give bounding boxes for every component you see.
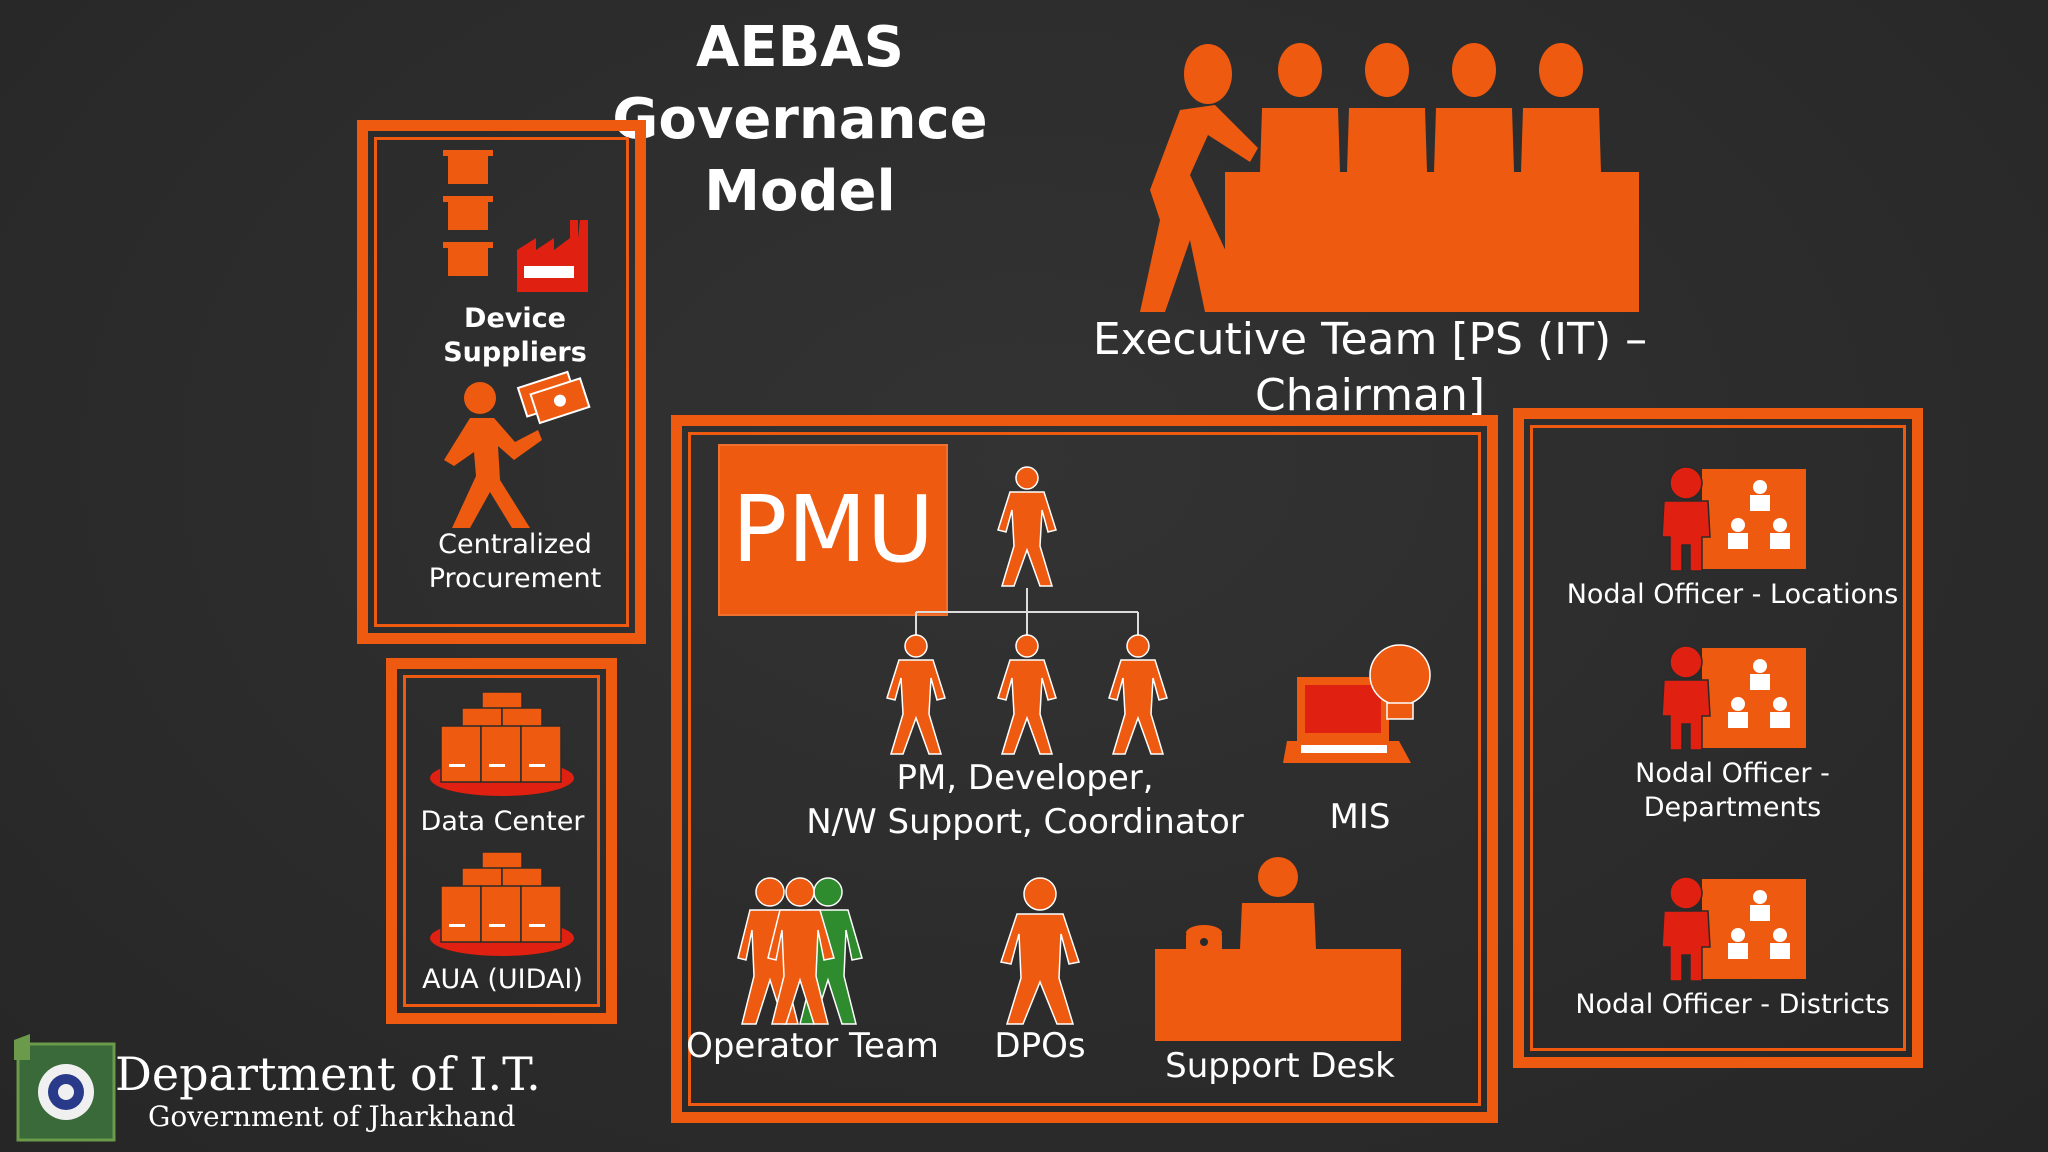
- support-desk-icon: [1155, 857, 1401, 1041]
- suppliers-frame: [357, 120, 646, 644]
- pmu-team-line2: N/W Support, Coordinator: [806, 802, 1244, 842]
- infra-frame: [386, 658, 617, 1024]
- pmu-team-line1: PM, Developer,: [896, 758, 1154, 798]
- page-title-line1: AEBAS Governance: [612, 15, 988, 152]
- government-label: Government of Jharkhand: [148, 1100, 516, 1133]
- nodal-districts-icon: [1661, 876, 1806, 982]
- nodal-locations-label: Nodal Officer - Locations: [1566, 579, 1899, 610]
- nodal-departments-label: Nodal Officer - Departments: [1555, 757, 1910, 825]
- pmu-box: PMU: [718, 444, 948, 616]
- data-center-label: Data Center: [420, 806, 585, 837]
- aua-uidai-label: AUA (UIDAI): [422, 964, 583, 995]
- factory-icon: [517, 220, 588, 292]
- procurement-person-icon: [444, 370, 591, 528]
- nodal-locations-icon: [1661, 466, 1806, 572]
- mis-laptop-icon: [1283, 644, 1431, 763]
- page-title-line2: Model: [704, 159, 896, 224]
- aua-server-icon: [430, 851, 574, 956]
- pmu-head-person-icon: [997, 466, 1057, 587]
- dpo-person-icon: [1000, 877, 1080, 1025]
- data-center-icon: [430, 691, 574, 796]
- nodal-departments-line2: Departments: [1643, 792, 1822, 823]
- nodal-frame: [1513, 408, 1923, 1068]
- support-desk-label: Support Desk: [1165, 1046, 1395, 1086]
- dpos-label: DPOs: [994, 1026, 1086, 1066]
- operator-team-label: Operator Team: [686, 1026, 939, 1066]
- pm-person-icon: [886, 634, 946, 755]
- executive-team-label: Executive Team [PS (IT) – Chairman]: [1092, 314, 1648, 421]
- nodal-districts-label: Nodal Officer - Districts: [1575, 989, 1890, 1020]
- nodal-departments-icon: [1661, 645, 1806, 751]
- device-suppliers-label: Device Suppliers: [443, 303, 587, 368]
- developer-person-icon: [997, 634, 1057, 755]
- pmu-frame: [671, 415, 1498, 1123]
- mis-label: MIS: [1329, 797, 1391, 837]
- boxes-icon: [443, 150, 493, 276]
- procurement-line: Procurement: [428, 563, 602, 594]
- department-label: Department of I.T.: [115, 1047, 541, 1101]
- jharkhand-emblem-icon: [14, 1034, 116, 1142]
- procurement-line: Centralized: [438, 529, 592, 560]
- coordinator-person-icon: [1108, 634, 1168, 755]
- nodal-departments-line1: Nodal Officer -: [1635, 758, 1830, 789]
- operator-team-icon: [737, 877, 863, 1025]
- pmu-team-label: PM, Developer, N/W Support, Coordinator: [790, 756, 1260, 844]
